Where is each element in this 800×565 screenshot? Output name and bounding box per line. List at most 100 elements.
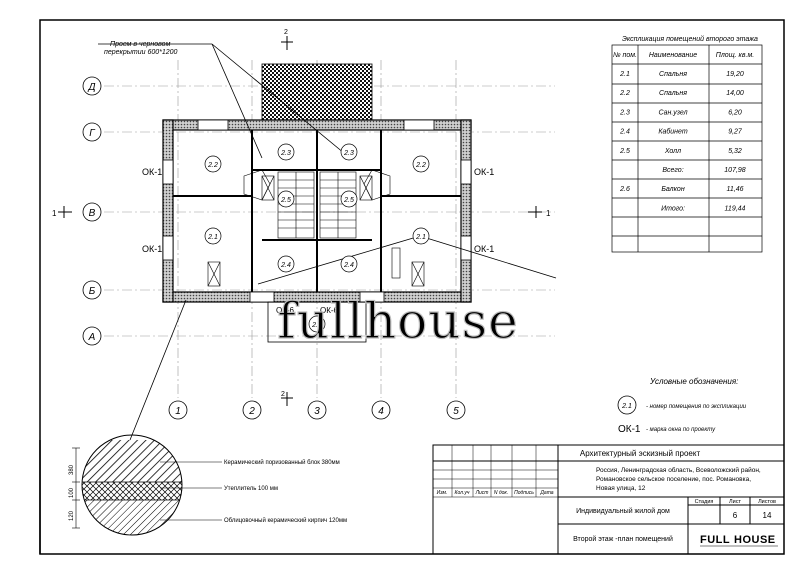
svg-text:2.5: 2.5	[280, 197, 291, 204]
svg-text:2.2: 2.2	[415, 162, 426, 169]
axis-bubble-b: Б	[82, 280, 102, 300]
watermark: fullhouse	[277, 292, 518, 350]
chimney-roof-block	[261, 63, 373, 125]
room-tag: 2.5	[340, 190, 358, 208]
legend-title: Экспликация помещений второго этажа	[622, 35, 758, 43]
axis-bubble-2: 2	[242, 400, 262, 420]
layer-label: Керамический поризованный блок 380мм	[224, 459, 340, 466]
room-tag: 2.2	[412, 155, 430, 173]
stamp-header: Лист	[475, 490, 489, 496]
room-tag: 2.3	[277, 143, 295, 161]
floor-openings	[207, 247, 425, 287]
axis-bubble-v: В	[82, 202, 102, 222]
legend-cell: Сан.узел	[658, 109, 687, 116]
symbols-legend: Условные обозначения: 2.1 - номер помеще…	[617, 377, 747, 435]
sheet-value: 6	[733, 511, 738, 520]
window-label: ОК-6	[320, 306, 339, 315]
svg-text:- номер помещения по экспликац: - номер помещения по экспликации	[646, 404, 747, 410]
stamp-header: Изм.	[437, 490, 448, 496]
axis-number-bubbles: 1 2 3 4 5	[168, 400, 466, 420]
axis-letter-bubbles: Д Г В Б А	[82, 76, 102, 346]
svg-text:3: 3	[314, 406, 320, 417]
legend-cell: Холл	[664, 148, 681, 155]
symbols-title: Условные обозначения:	[649, 377, 738, 386]
room-legend-table: Экспликация помещений второго этажа № по…	[611, 35, 763, 253]
window-label: ОК-1	[474, 167, 494, 177]
legend-cell: 107,98	[724, 167, 746, 174]
svg-text:2.6: 2.6	[311, 322, 322, 329]
sheet-frame	[39, 19, 785, 555]
room-tag: 2.4	[340, 255, 358, 273]
svg-text:2: 2	[284, 29, 288, 36]
section-mark-left: 1	[52, 206, 72, 218]
svg-text:В: В	[89, 208, 96, 219]
room-tag: 2.4	[277, 255, 295, 273]
window-label: ОК-6	[276, 306, 295, 315]
svg-text:2.2: 2.2	[207, 162, 218, 169]
stamp-header: Подпись	[514, 490, 534, 496]
axis-bubble-3: 3	[307, 400, 327, 420]
legend-cell: 119,44	[725, 205, 746, 212]
svg-text:2.4: 2.4	[343, 262, 354, 269]
project-type: Архитектурный эскизный проект	[580, 449, 701, 458]
sheets-label: Листов	[758, 499, 776, 505]
svg-text:1: 1	[175, 406, 181, 417]
opening-note-line1: Проем в черновом	[110, 41, 171, 48]
legend-cell: 2.5	[619, 148, 630, 155]
legend-cell: Всего:	[662, 167, 683, 174]
svg-text:1: 1	[546, 209, 551, 218]
legend-cell: 14,00	[726, 90, 744, 97]
window-label: ОК-1	[142, 167, 162, 177]
axis-bubble-d: Д	[82, 76, 102, 96]
room-tag: 2.1	[412, 227, 430, 245]
svg-text:2.3: 2.3	[280, 150, 291, 157]
dim-block: 380	[69, 464, 75, 475]
legend-cell: Спальня	[659, 90, 687, 97]
svg-text:2: 2	[281, 391, 285, 398]
window-labels: ОК-1 ОК-1 ОК-1 ОК-1 ОК-6 ОК-6	[142, 167, 494, 315]
stamp-header: Дата	[539, 490, 553, 496]
room-tag: 2.6	[308, 315, 326, 333]
legend-cell: 6,20	[728, 109, 742, 116]
legend-cell: Итого:	[661, 205, 685, 212]
opening-note-line2: перекрытии 600*1200	[104, 49, 178, 56]
svg-text:2.5: 2.5	[343, 197, 354, 204]
svg-text:Б: Б	[89, 286, 96, 297]
layer-label: Облицовочный керамический кирпич 120мм	[224, 517, 347, 524]
legend-cell: 5,32	[728, 148, 742, 155]
section-mark-top: 2	[281, 29, 293, 50]
svg-text:А: А	[88, 332, 96, 343]
room-tag: 2.3	[340, 143, 358, 161]
address-line: Россия, Ленинградская область, Всеволожс…	[596, 466, 761, 474]
dim-brick: 120	[69, 510, 75, 521]
legend-cell: Кабинет	[658, 128, 688, 136]
svg-text:2.3: 2.3	[343, 150, 354, 157]
sheets-value: 14	[763, 511, 772, 520]
stairs	[277, 171, 357, 239]
fullhouse-logo: FULL HOUSE	[700, 534, 778, 547]
legend-cell: Спальня	[659, 71, 687, 78]
room-tag: 2.5	[277, 190, 295, 208]
svg-text:FULL: FULL	[700, 534, 730, 546]
svg-text:4: 4	[378, 406, 384, 417]
axis-bubble-1: 1	[168, 400, 188, 420]
floor-plan: Д Г В Б А 1 2 3 4 5 1 1 2	[52, 29, 557, 420]
legend-header: Наименование	[649, 52, 697, 59]
svg-text:2.1: 2.1	[621, 403, 632, 410]
svg-text:Г: Г	[89, 128, 96, 139]
object-name: Индивидуальный жилой дом	[576, 507, 670, 515]
section-mark-bottom: 2	[281, 391, 293, 406]
svg-text:ОК-1: ОК-1	[618, 424, 641, 435]
window-label: ОК-1	[474, 244, 494, 254]
symbol-room-number: 2.1 - номер помещения по экспликации	[617, 395, 747, 415]
axis-bubble-5: 5	[446, 400, 466, 420]
room-tag: 2.1	[204, 227, 222, 245]
windows	[162, 119, 472, 303]
axis-bubble-g: Г	[82, 122, 102, 142]
symbol-window-mark: ОК-1 - марка окна по проекту	[618, 424, 716, 435]
room-tag: 2.2	[204, 155, 222, 173]
legend-cell: 9,27	[728, 129, 743, 136]
svg-text:5: 5	[453, 406, 459, 417]
room-tags: 2.2 2.3 2.3 2.2 2.5 2.5 2.1 2.1 2.4 2.4 …	[204, 143, 430, 333]
opening-note-leaders	[98, 43, 557, 285]
